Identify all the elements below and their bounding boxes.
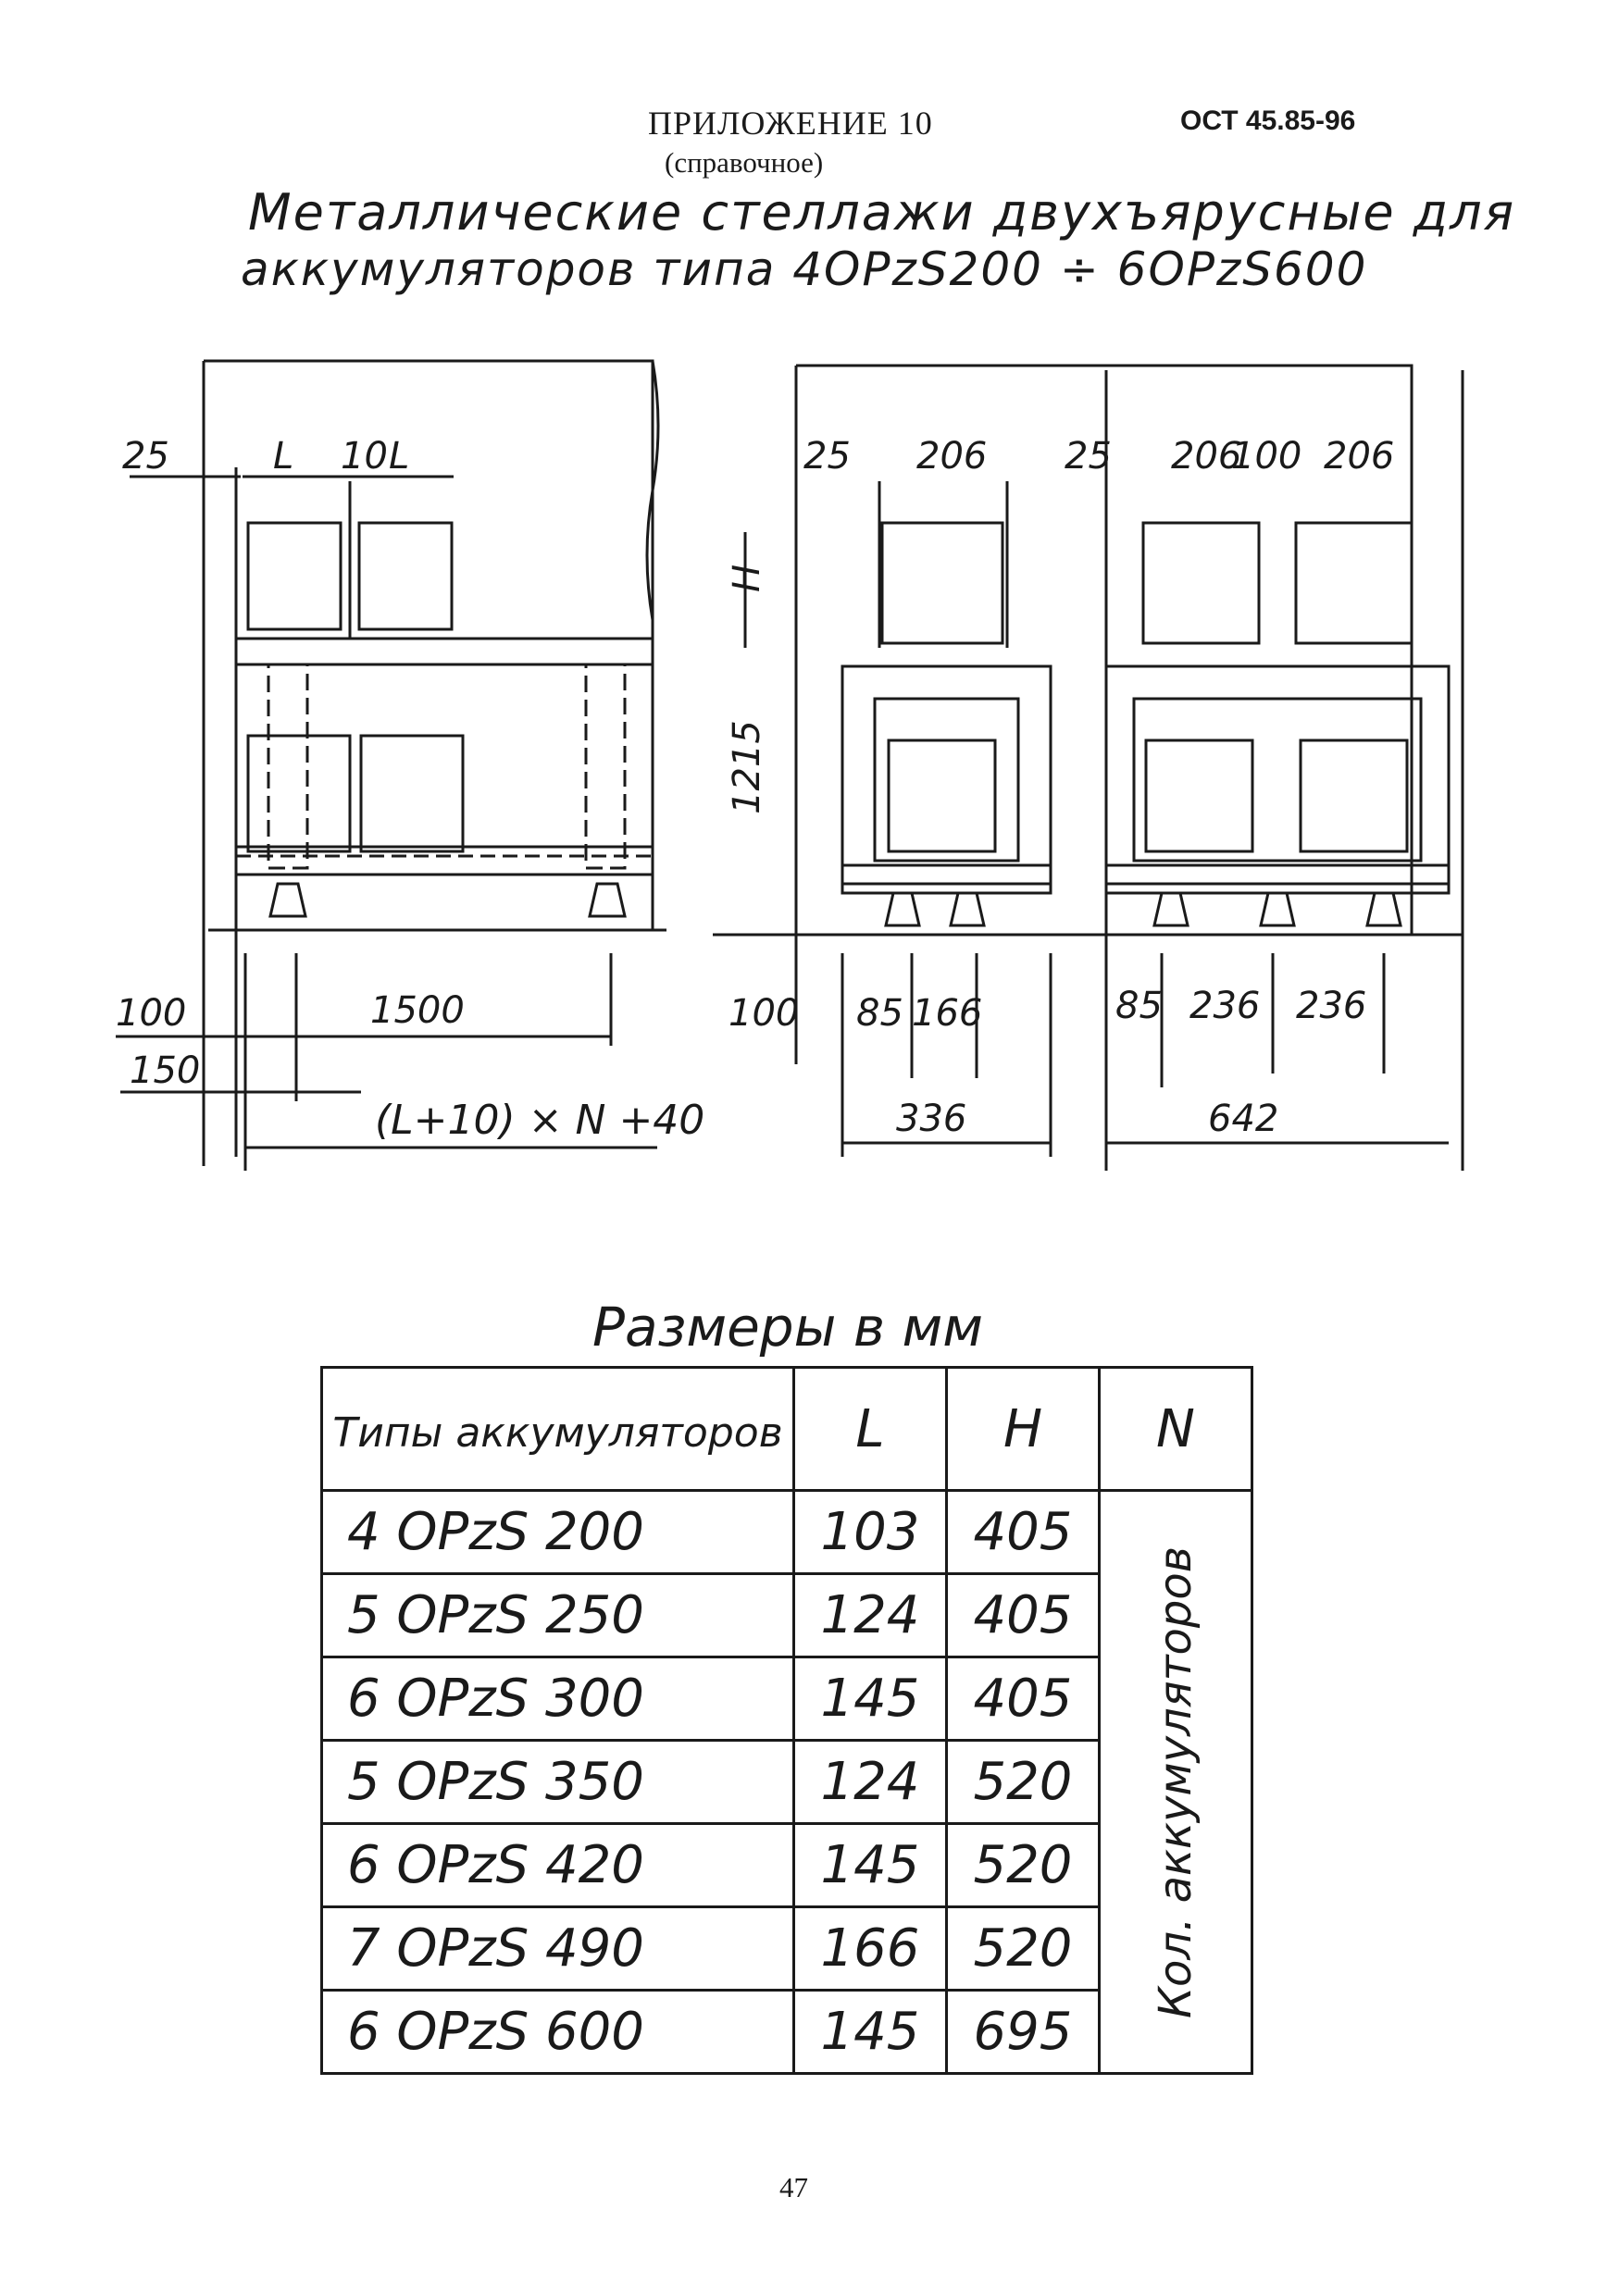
header-type: Типы аккумуляторов — [320, 1366, 795, 1492]
middle-dim-206: 206 — [916, 435, 987, 478]
left-dim-L-2: L — [389, 435, 409, 478]
cell-type: 7 OPzS 490 — [320, 1905, 795, 1992]
middle-foot-1 — [884, 891, 921, 927]
middle-dim-100: 100 — [729, 992, 799, 1035]
cell-H: 405 — [945, 1572, 1101, 1658]
cell-type: 5 OPzS 350 — [320, 1739, 795, 1825]
right-dim-236-a: 236 — [1189, 985, 1260, 1027]
n-cell-note: Кол. аккумуляторов — [1150, 1545, 1202, 2018]
cell-H: 695 — [945, 1989, 1101, 2075]
header-L: L — [792, 1366, 948, 1492]
middle-lower-battery — [887, 738, 997, 853]
left-lower-battery-2 — [359, 734, 465, 853]
right-inner-frame — [1132, 697, 1423, 863]
cell-N: Кол. аккумуляторов — [1098, 1489, 1253, 2075]
right-dim-85: 85 — [1115, 985, 1163, 1027]
cell-L: 145 — [792, 1656, 948, 1742]
left-upper-battery-1 — [246, 521, 342, 631]
table-row: 6 OPzS 300 145 405 — [320, 1656, 1252, 1742]
middle-foot-2 — [949, 891, 986, 927]
right-lower-shelf — [1104, 863, 1451, 895]
right-foot-2 — [1259, 891, 1296, 927]
battery-size-table: Типы аккумуляторов L H N 4 OPzS 200 103 … — [320, 1366, 1253, 2075]
cell-L: 166 — [792, 1905, 948, 1992]
cell-L: 124 — [792, 1739, 948, 1825]
middle-upper-battery — [880, 521, 1004, 645]
left-foot-2 — [588, 882, 627, 918]
cell-H: 520 — [945, 1905, 1101, 1992]
right-upper-battery-2 — [1294, 521, 1414, 645]
table-row: 4 OPzS 200 103 405 Кол. аккумуляторов — [320, 1489, 1253, 2075]
middle-dim-166: 166 — [912, 992, 982, 1035]
middle-dim-25: 25 — [803, 435, 851, 478]
cell-L: 124 — [792, 1572, 948, 1658]
drawing-title-line-2: аккумуляторов типа 4OPzS200 ÷ 6OPzS600 — [241, 242, 1368, 296]
left-dim-25: 25 — [122, 435, 169, 478]
middle-outer-frame — [841, 664, 1052, 886]
middle-dim-H: H — [726, 565, 768, 592]
middle-inner-frame — [873, 697, 1020, 863]
middle-view-frame — [796, 364, 1414, 935]
table-row: 6 OPzS 420 145 520 — [320, 1822, 1252, 1908]
header-N: N — [1098, 1366, 1253, 1492]
cell-type: 6 OPzS 600 — [320, 1989, 795, 2075]
middle-dim-336: 336 — [896, 1098, 966, 1140]
cell-type: 6 OPzS 300 — [320, 1656, 795, 1742]
left-upper-battery-2 — [357, 521, 454, 631]
left-dim-150: 150 — [130, 1049, 200, 1092]
right-dim-206-a: 206 — [1171, 435, 1241, 478]
drawing-title-line-1: Металлические стеллажи двухъярусные для — [248, 183, 1516, 242]
rack-drawing: 25 L 10 L 100 1500 150 (L+10) × N +40 H … — [116, 359, 1464, 1171]
left-dim-formula: (L+10) × N +40 — [375, 1097, 704, 1144]
left-dim-L-1: L — [273, 435, 293, 478]
cell-type: 4 OPzS 200 — [320, 1489, 795, 1575]
cell-H: 405 — [945, 1656, 1101, 1742]
left-upper-shelf — [234, 637, 654, 666]
right-dim-642: 642 — [1208, 1098, 1278, 1140]
right-foot-1 — [1152, 891, 1189, 927]
left-view-break-line — [645, 360, 660, 621]
right-dim-236-b: 236 — [1296, 985, 1366, 1027]
cell-H: 520 — [945, 1822, 1101, 1908]
right-dim-206-b: 206 — [1324, 435, 1394, 478]
right-upper-battery-1 — [1141, 521, 1261, 645]
middle-dim-1215: 1215 — [726, 720, 768, 814]
header-H: H — [945, 1366, 1101, 1492]
table-row: 5 OPzS 250 124 405 — [320, 1572, 1252, 1658]
table-row: 5 OPzS 350 124 520 — [320, 1739, 1252, 1825]
cell-L: 145 — [792, 1989, 948, 2075]
right-foot-3 — [1365, 891, 1402, 927]
cell-L: 145 — [792, 1822, 948, 1908]
right-dim-25: 25 — [1065, 435, 1112, 478]
standard-code: ОСТ 45.85-96 — [1180, 105, 1356, 136]
left-dim-10: 10 — [341, 435, 388, 478]
table-header-row: Типы аккумуляторов L H N — [320, 1366, 1253, 1492]
middle-dim-85: 85 — [856, 992, 903, 1035]
cell-type: 5 OPzS 250 — [320, 1572, 795, 1658]
page-number: 47 — [779, 2171, 808, 2203]
left-dim-100: 100 — [116, 992, 186, 1035]
right-lower-battery-1 — [1144, 738, 1254, 853]
cell-H: 405 — [945, 1489, 1101, 1575]
appendix-title: ПРИЛОЖЕНИЕ 10 — [648, 105, 933, 142]
left-post-1 — [267, 663, 309, 870]
table-caption: Размеры в мм — [592, 1296, 983, 1359]
cell-H: 520 — [945, 1739, 1101, 1825]
left-foot-1 — [268, 882, 307, 918]
left-dim-1500: 1500 — [370, 989, 465, 1032]
right-outer-frame — [1104, 664, 1451, 886]
cell-L: 103 — [792, 1489, 948, 1575]
right-dim-100: 100 — [1231, 435, 1301, 478]
appendix-note: (справочное) — [665, 146, 824, 179]
cell-type: 6 OPzS 420 — [320, 1822, 795, 1908]
right-lower-battery-2 — [1299, 738, 1409, 853]
left-post-2 — [584, 663, 627, 870]
table-row: 6 OPzS 600 145 695 — [320, 1989, 1252, 2075]
middle-lower-shelf — [841, 863, 1052, 895]
left-lower-battery-1 — [246, 734, 352, 853]
table-row: 7 OPzS 490 166 520 — [320, 1905, 1252, 1992]
